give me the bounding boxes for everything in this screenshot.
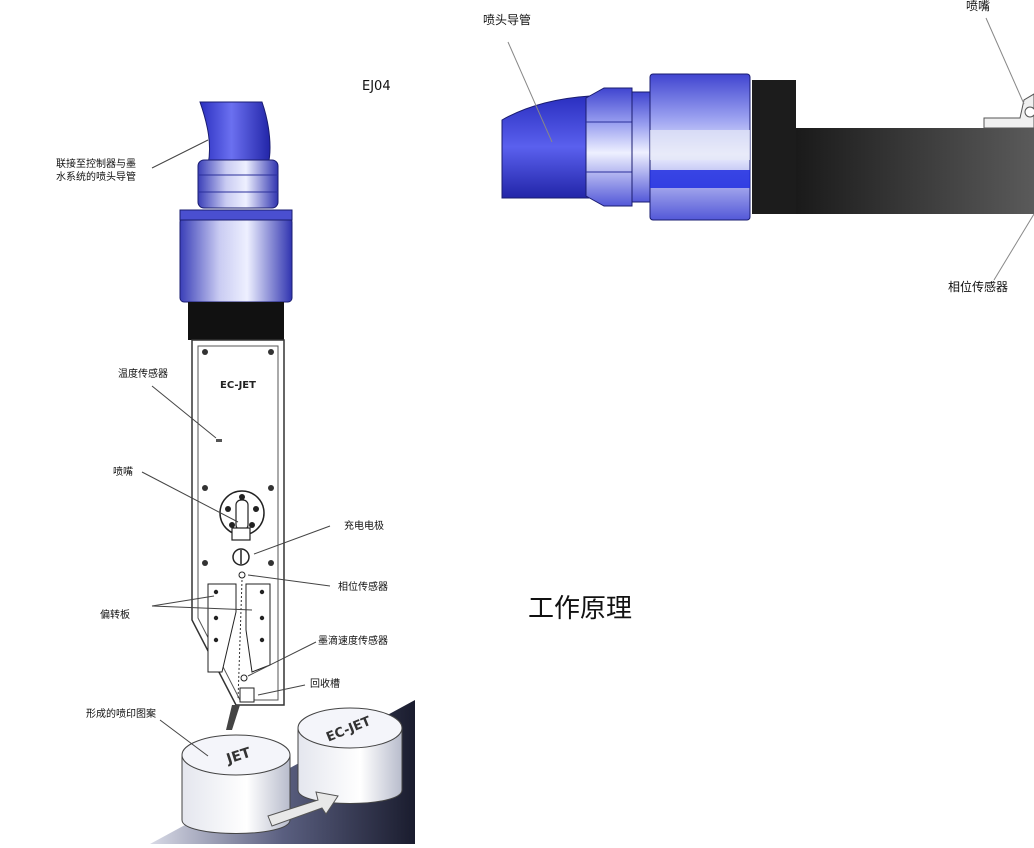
- caption-title: 工作原理: [528, 594, 633, 624]
- right-head-cap: [752, 80, 796, 214]
- right-conduit-label: 喷头导管: [483, 13, 532, 27]
- right-nozzle-bracket: [983, 93, 1034, 129]
- deflection-plate-left: [207, 583, 237, 673]
- right-conduit-hose: [501, 95, 591, 199]
- right-printhead-diagram: [501, 17, 1034, 281]
- conduit-label: 联接至控制器与墨水系统的喷头导管: [56, 159, 136, 183]
- printed-can: JET: [181, 734, 291, 834]
- phase-sensor-label: 相位传感器: [338, 582, 388, 593]
- drop-speed-sensor-label: 墨滴速度传感器: [318, 636, 388, 647]
- head-brand-text: EC-JET: [220, 380, 256, 391]
- drop-speed-sensor: [240, 674, 248, 682]
- left-printhead-diagram: EC-JET JET EC-JET: [141, 101, 415, 844]
- hose-collar: [179, 217, 293, 303]
- conveyor-direction-arrow: [267, 791, 339, 827]
- head-cap-band: [188, 302, 284, 340]
- temp-sensor-label: 温度传感器: [118, 369, 168, 380]
- deflection-plates-label: 偏转板: [100, 610, 130, 621]
- temp-sensor: [216, 439, 222, 442]
- nozzle-label: 喷嘴: [113, 467, 133, 478]
- deflection-plate-right: [245, 583, 271, 673]
- charge-electrode-label: 充电电极: [344, 521, 384, 532]
- right-phase-sensor-label: 相位传感器: [948, 280, 1009, 294]
- right-head-body: [796, 128, 1034, 214]
- right-nozzle-label: 喷嘴: [966, 0, 991, 13]
- model-code-label: EJ04: [362, 79, 391, 94]
- ink-stream: [226, 705, 240, 730]
- next-can: EC-JET: [297, 707, 403, 804]
- phase-sensor: [238, 571, 246, 579]
- hose-nut: [197, 159, 279, 209]
- print-pattern-label: 形成的喷印图案: [86, 709, 156, 720]
- right-leader-lines: [507, 17, 1034, 281]
- ink-conduit-hose: [199, 101, 271, 166]
- left-leader-lines: [141, 139, 331, 757]
- printed-can-mark: JET: [224, 745, 253, 768]
- gutter-label: 回收槽: [310, 679, 340, 690]
- gutter: [239, 687, 255, 703]
- right-hose-nut: [585, 87, 633, 207]
